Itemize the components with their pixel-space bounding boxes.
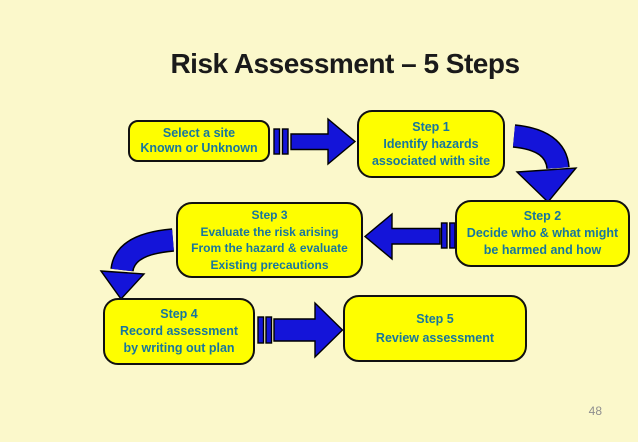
box-line: From the hazard & evaluate [191, 241, 348, 255]
box-step-1: Step 1 Identify hazards associated with … [357, 110, 505, 178]
arrow-step4-to-step5-icon [257, 301, 344, 359]
arrow-step2-to-step3-icon [363, 212, 456, 261]
box-line: Evaluate the risk arising [200, 224, 339, 239]
box-line: Existing precautions [210, 257, 329, 272]
box-step-4: Step 4 Record assessment by writing out … [103, 298, 255, 365]
box-line: be harmed and how [483, 243, 602, 257]
box-line: Step 4 [160, 307, 198, 321]
slide-title: Risk Assessment – 5 Steps [170, 48, 520, 79]
arrow-step1-to-step2-icon [512, 124, 578, 204]
box-step-2: Step 2 Decide who & what might be harmed… [455, 200, 630, 267]
box-step-5: Step 5 Review assessment [343, 295, 527, 362]
box-line: Decide who & what might [466, 226, 619, 240]
arrow-step3-to-step4-icon [99, 228, 175, 301]
box-line: Record assessment [119, 324, 239, 338]
box-line: Known or Unknown [140, 141, 258, 155]
box-line: Step 5 [416, 311, 454, 326]
page-number: 48 [588, 404, 602, 418]
box-line: Review assessment [375, 330, 495, 345]
box-line: associated with site [371, 153, 491, 168]
box-line: Identify hazards [383, 136, 479, 151]
box-line: Step 2 [523, 209, 562, 223]
box-line: Select a site [162, 126, 236, 140]
box-line: Step 1 [412, 119, 450, 134]
box-line: by writing out plan [123, 341, 235, 355]
box-select-a-site: Select a site Known or Unknown [128, 120, 270, 162]
box-step-3: Step 3 Evaluate the risk arising From th… [176, 202, 363, 278]
arrow-select-to-step1-icon [273, 117, 357, 166]
box-line: Step 3 [251, 208, 288, 222]
